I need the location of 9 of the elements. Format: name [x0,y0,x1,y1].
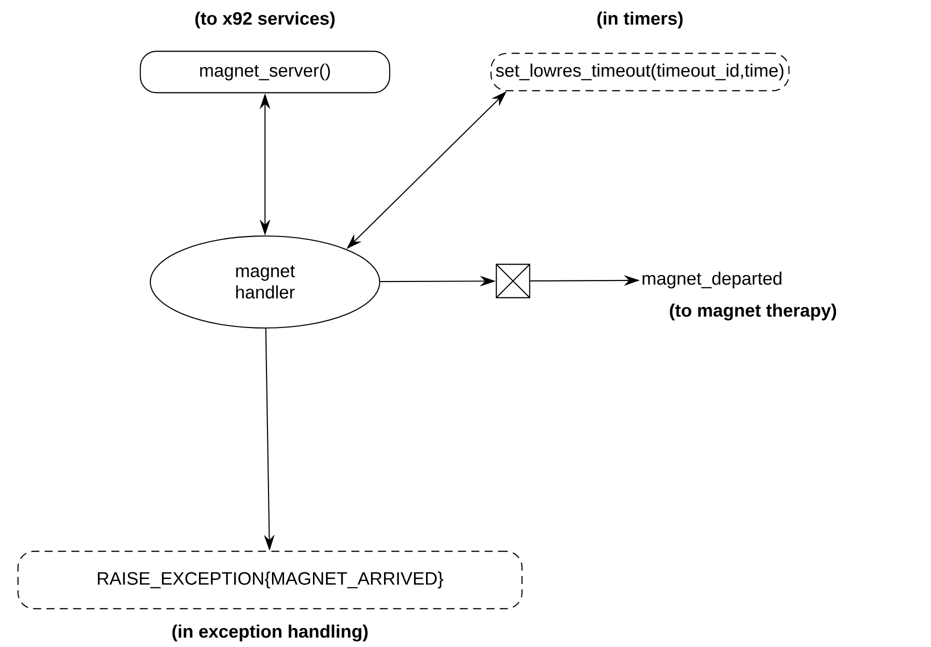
note-label: (to x92 services) [195,12,335,28]
output-label: magnet_departed [642,272,782,288]
process-box: set_lowres_timeout(timeout_id,time) [490,52,790,92]
process-box: magnet_server() [140,50,390,94]
note-label: (to magnet therapy) [670,304,836,320]
note-label: (in timers) [597,12,683,28]
note-label: (in exception handling) [172,624,368,642]
process-box: RAISE_EXCEPTION{MAGNET_ARRIVED} [17,550,523,610]
crossed-box [496,264,530,298]
